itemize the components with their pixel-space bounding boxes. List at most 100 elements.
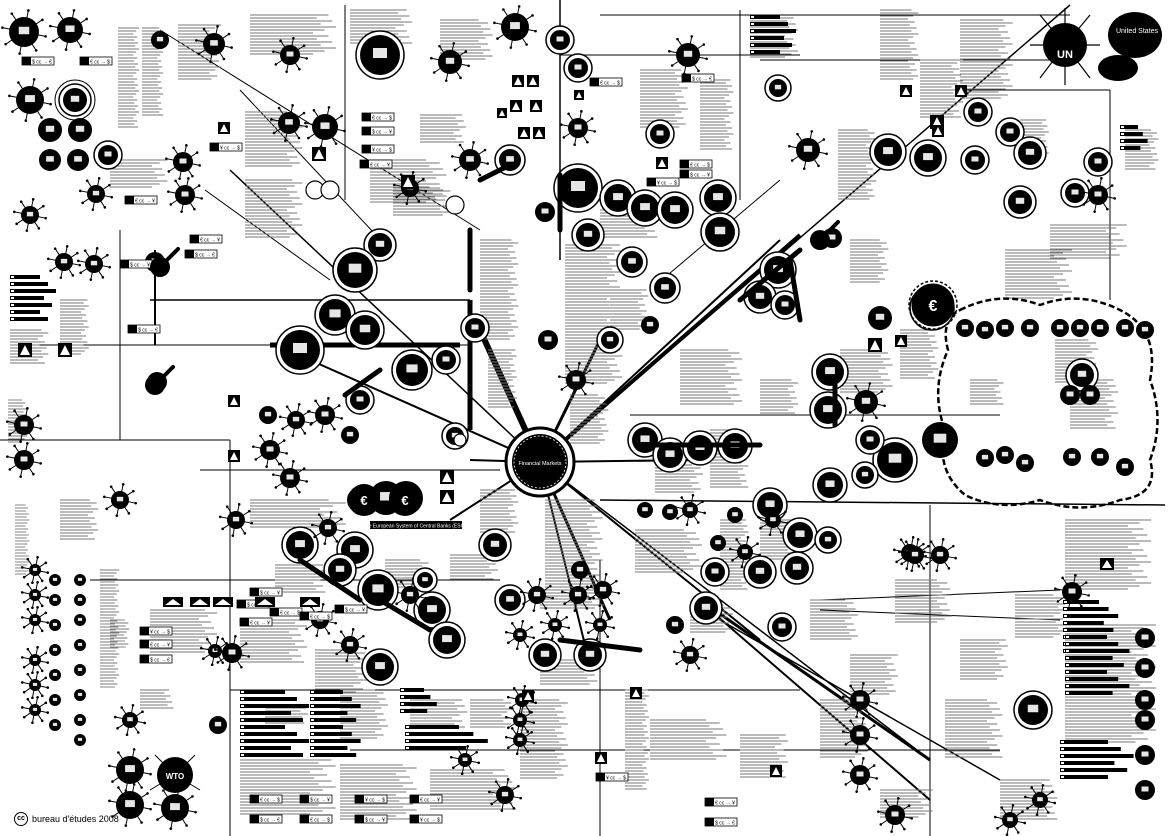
formula-chip: $ cc → € (682, 74, 714, 82)
institution-node (49, 644, 61, 656)
institution-node (910, 140, 946, 176)
euro-node: € (348, 484, 380, 516)
formula-chip: ¥ cc → $ (647, 178, 679, 186)
institution-node (1136, 321, 1154, 339)
formula-chip: $ cc → ¥ (680, 170, 712, 178)
formula-chip: € cc → ¥ (240, 618, 272, 626)
institution-node (701, 558, 729, 586)
svg-text:$ cc → ¥: $ cc → ¥ (130, 262, 150, 268)
institution-node (700, 180, 736, 216)
svg-text:¥ cc → $: ¥ cc → $ (150, 629, 170, 635)
institution-node (1051, 319, 1069, 337)
institution-node (815, 527, 841, 553)
institution-badge (895, 335, 907, 347)
institution-node (49, 594, 61, 606)
institution-node (362, 649, 398, 685)
svg-text:€ cc → ¥: € cc → ¥ (135, 198, 155, 204)
institution-node (74, 639, 86, 651)
institution-node (151, 31, 169, 49)
institution-badge (190, 597, 210, 607)
institution-node (49, 669, 61, 681)
institution-node (546, 26, 574, 54)
svg-text:€: € (929, 298, 938, 315)
institution-node (276, 326, 324, 374)
institution-node (1135, 780, 1155, 800)
formula-chip: € cc → ¥ (140, 640, 172, 648)
institution-badge (868, 338, 882, 352)
svg-text:€ cc → $: € cc → $ (90, 59, 110, 65)
institution-node (1021, 319, 1039, 337)
formula-chip: € cc → $ (270, 608, 302, 616)
institution-node (358, 570, 398, 610)
formula-chip: € cc → $ (680, 160, 712, 168)
hub-label: Financial Markets (518, 461, 561, 467)
institution-node (657, 192, 693, 228)
institution-node (1014, 137, 1046, 169)
svg-text:$ cc → ¥: $ cc → ¥ (310, 797, 330, 803)
institution-badge (533, 127, 545, 139)
institution-badge (218, 122, 230, 134)
institution-node (1084, 148, 1112, 176)
svg-text:€ cc → $: € cc → $ (372, 115, 392, 121)
institution-node (74, 714, 86, 726)
institution-badge (1100, 558, 1114, 570)
institution-node (535, 202, 555, 222)
institution-node (727, 507, 743, 523)
creative-commons-icon: cc (14, 812, 28, 826)
institution-node (55, 80, 95, 120)
institution-node (74, 574, 86, 586)
svg-text:$ cc → €: $ cc → € (715, 820, 735, 826)
institution-node (964, 98, 992, 126)
institution-badge (518, 127, 530, 139)
institution-node (996, 319, 1014, 337)
formula-chip: € cc → ¥ (705, 798, 737, 806)
caption-block (480, 490, 518, 532)
institution-node (94, 141, 122, 169)
formula-chip: $ cc → ¥ (120, 260, 152, 268)
institution-node (74, 689, 86, 701)
institution-node (1091, 448, 1109, 466)
institution-node (868, 306, 892, 330)
institution-node (1063, 448, 1081, 466)
formula-chip: $ cc → ¥ (300, 795, 332, 803)
formula-chip: $ cc → € (128, 325, 160, 333)
svg-text:¥ cc → $: ¥ cc → $ (420, 817, 440, 823)
institution-node (683, 431, 717, 465)
institution-node (39, 149, 61, 171)
institution-node (67, 149, 89, 171)
credit-text: bureau d'études 2008 (32, 814, 119, 824)
institution-node (461, 314, 489, 342)
institution-node (976, 321, 994, 339)
institution-node (333, 248, 377, 292)
svg-text:$ cc → €: $ cc → € (260, 817, 280, 823)
formula-chip: € cc → $ (80, 57, 112, 65)
institution-badge (530, 100, 542, 112)
formula-chip: € cc → ¥ (360, 160, 392, 168)
institution-node (49, 694, 61, 706)
institution-node (413, 568, 437, 592)
institution-node (637, 502, 653, 518)
institution-node (1071, 319, 1089, 337)
institution-badge (18, 343, 32, 357)
institution-node (1135, 745, 1155, 765)
institution-node (571, 561, 589, 579)
formula-chip: $ cc → ¥ (335, 605, 367, 613)
institution-node (1135, 710, 1155, 730)
institution-badge (213, 597, 233, 607)
institution-badge (656, 157, 668, 169)
formula-chip: $ cc → € (22, 57, 54, 65)
institution-node (341, 426, 359, 444)
institution-badge (228, 395, 240, 407)
institution-node (454, 434, 466, 446)
institution-node (1135, 690, 1155, 710)
formula-chip: $ cc → € (140, 655, 172, 663)
institution-node (956, 319, 974, 337)
institution-node (572, 219, 604, 251)
svg-text:$ cc → ¥: $ cc → ¥ (365, 817, 385, 823)
institution-node (701, 213, 739, 251)
svg-text:€ cc → ¥: € cc → ¥ (370, 162, 390, 168)
institution-node (432, 346, 460, 374)
us-label: United States (1116, 28, 1159, 35)
institution-badge (228, 450, 240, 462)
